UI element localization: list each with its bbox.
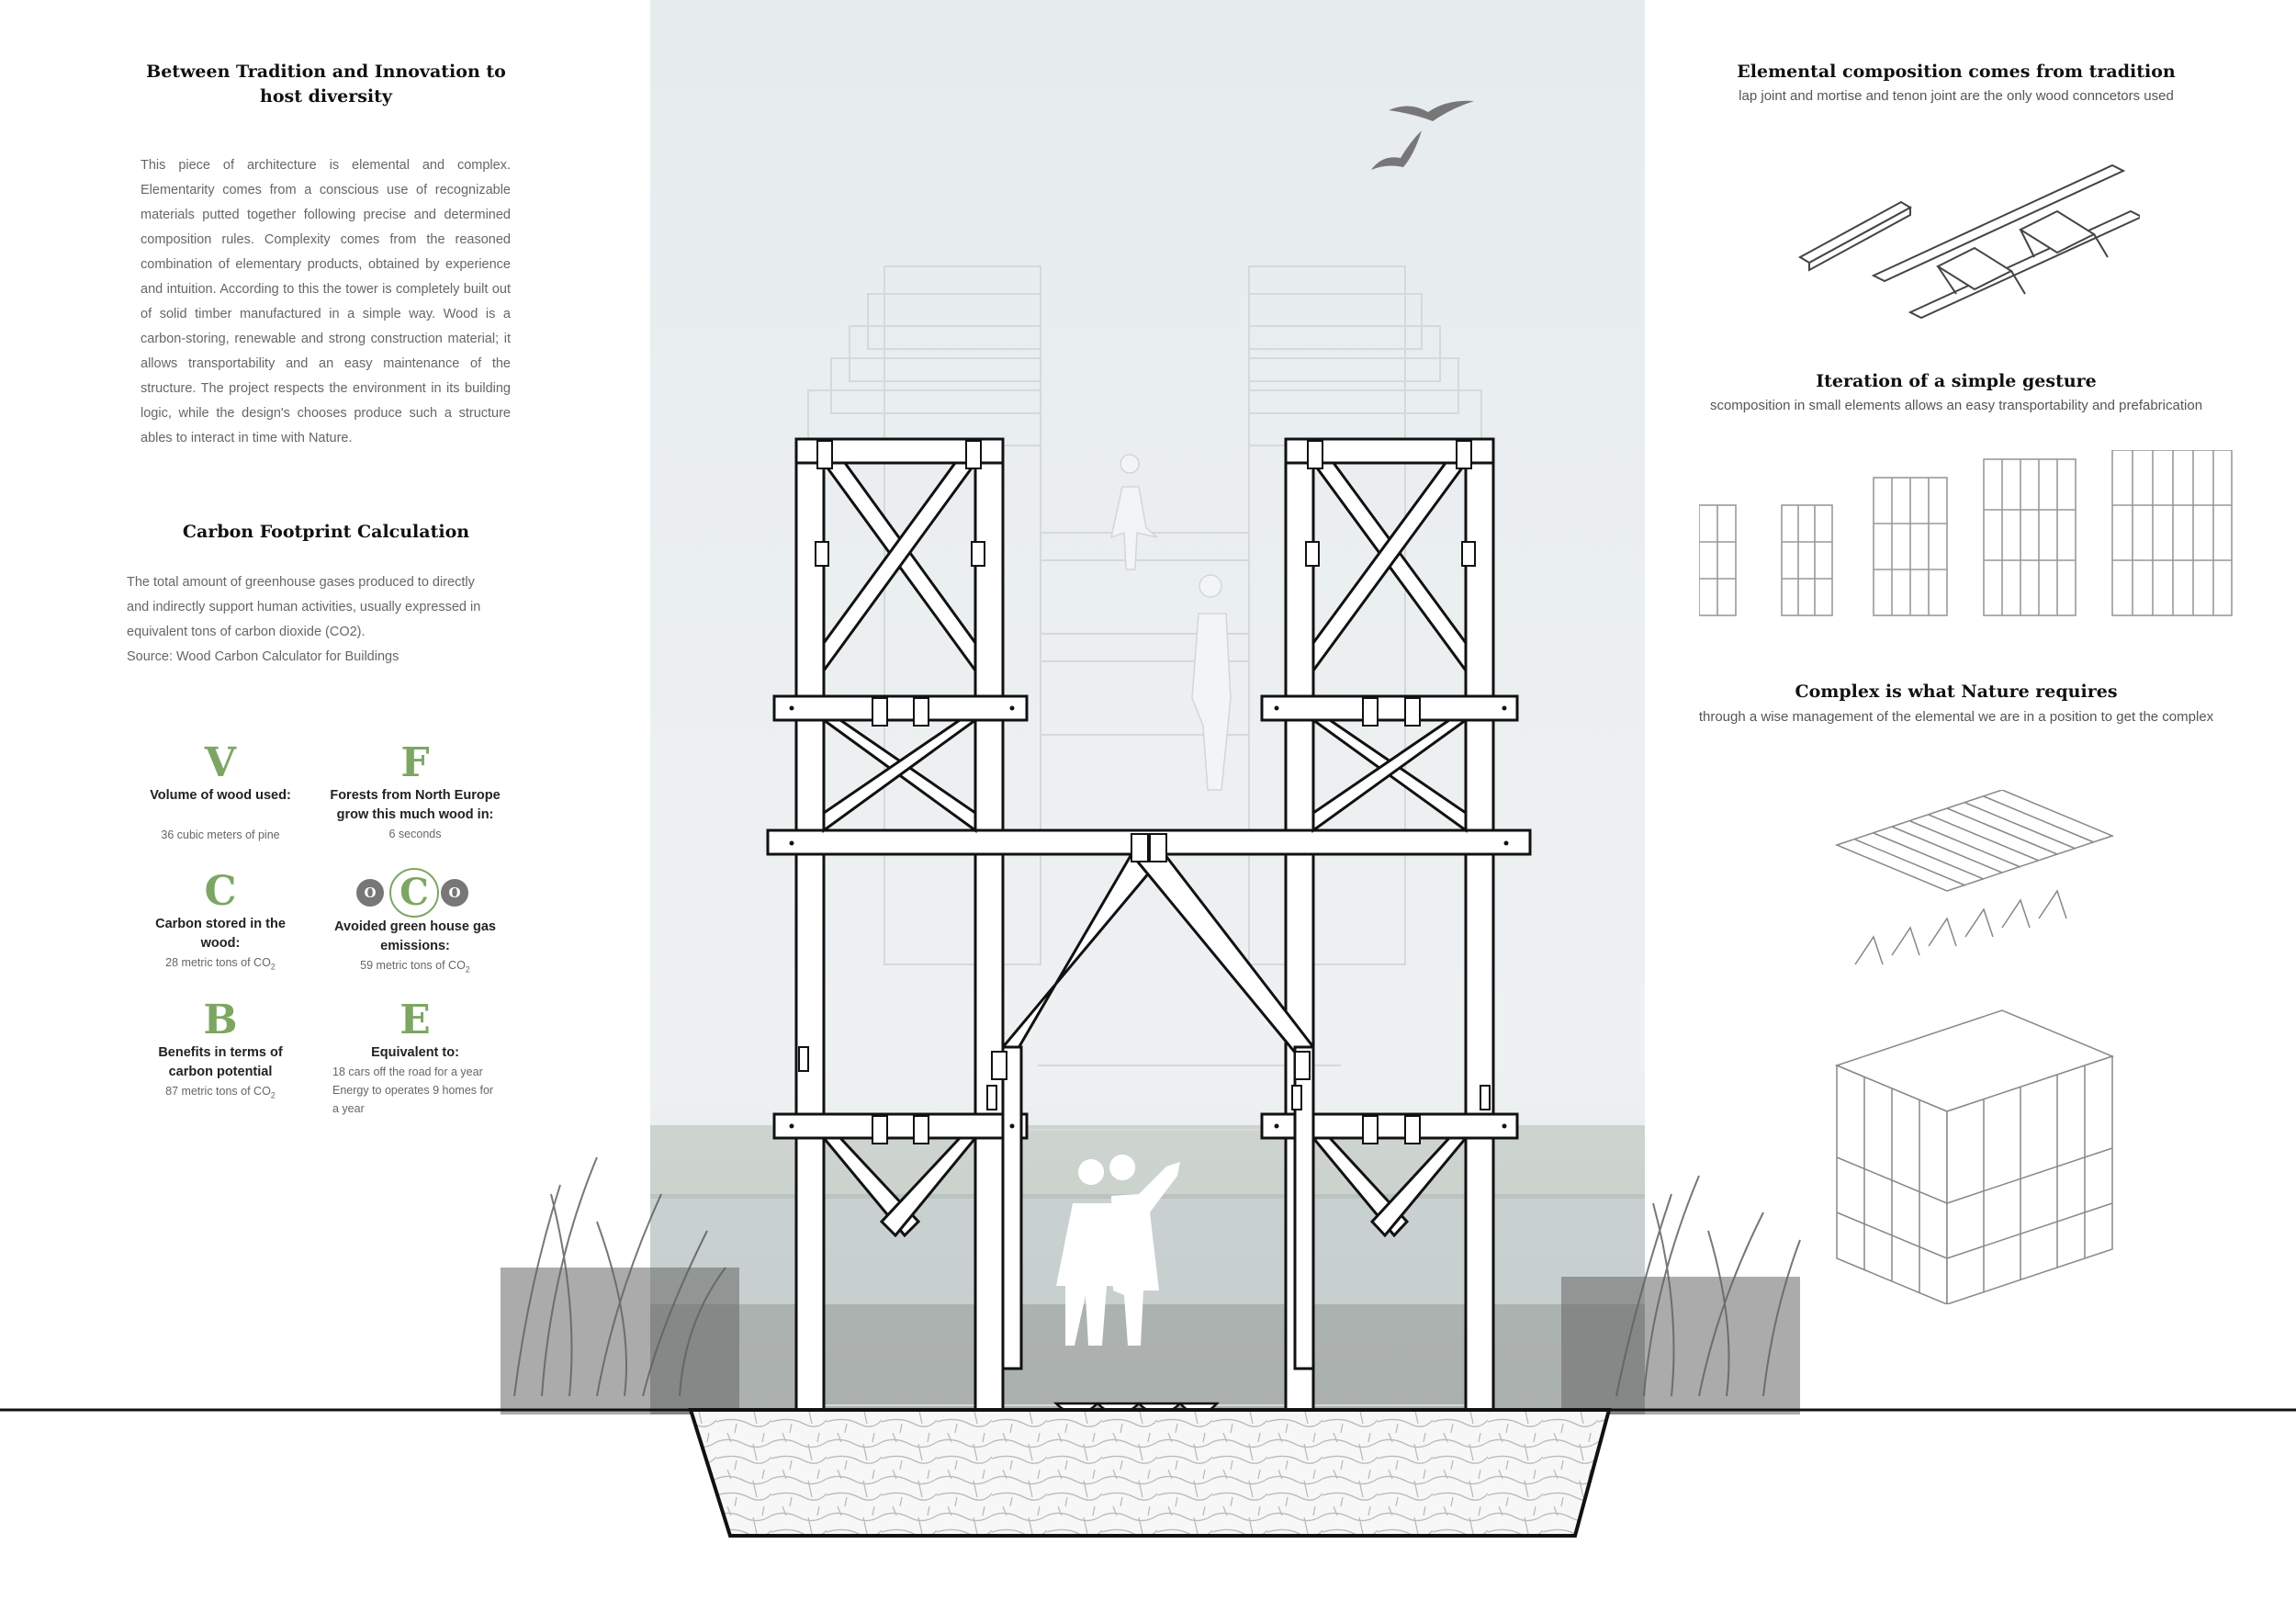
metric-value-e3: a year <box>332 1102 365 1115</box>
metric-label-b2: carbon potential <box>168 1065 273 1079</box>
section2-title: Iteration of a simple gesture <box>1816 371 2097 391</box>
carbon-line3: equivalent tons of carbon dioxide (CO2). <box>127 625 366 639</box>
metric-label-o2: emissions: <box>380 939 450 953</box>
metric-value-v: 36 cubic meters of pine <box>161 828 280 841</box>
section3-subtitle: through a wise management of the element… <box>1698 709 2214 725</box>
timber-joint-icon <box>798 440 1491 1144</box>
metric-label-v: Volume of wood used: <box>150 788 291 803</box>
metric-benefits: B Benefits in terms of carbon potential … <box>129 997 312 1105</box>
metric-label-c1: Carbon stored in the <box>155 917 286 931</box>
joint-exploded-axonometric <box>1797 163 2140 320</box>
metric-label-c2: wood: <box>200 936 241 951</box>
oxygen-atom-left: O <box>356 879 384 907</box>
metric-label-f1: Forests from North Europe <box>330 788 501 803</box>
section1-subtitle: lap joint and mortise and tenon joint ar… <box>1739 88 2174 104</box>
carbon-line1: The total amount of greenhouse gases pro… <box>127 575 475 590</box>
exploded-axonometric-structure <box>1834 790 2115 1304</box>
metric-volume: V Volume of wood used: 36 cubic meters o… <box>129 739 312 844</box>
carbon-atom: C <box>389 868 439 918</box>
co2-molecule-icon: O C O <box>323 868 507 918</box>
left-title-line1: Between Tradition and Innovation to <box>146 62 506 82</box>
metric-label-o1: Avoided green house gas <box>334 919 496 934</box>
metric-letter-b: B <box>203 997 238 1043</box>
metric-value-c: 28 metric tons of CO2 <box>165 956 276 972</box>
carbon-line2: and indirectly support human activities,… <box>127 600 481 614</box>
metric-equivalent: E Equivalent to: 18 cars off the road fo… <box>323 997 507 1118</box>
person-silhouette-icon <box>1109 454 1232 791</box>
left-title: Between Tradition and Innovation to host… <box>129 60 523 109</box>
metric-value-e2: Energy to operates 9 homes for <box>332 1084 494 1097</box>
bird-icon <box>1371 100 1474 170</box>
carbon-line4: Source: Wood Carbon Calculator for Build… <box>127 649 400 664</box>
metric-label-b1: Benefits in terms of <box>158 1045 283 1060</box>
metric-value-f: 6 seconds <box>388 828 442 840</box>
metric-value-o: 59 metric tons of CO2 <box>360 959 470 975</box>
person-silhouette-icon <box>1056 1155 1180 1346</box>
stone-foundation <box>688 1408 1612 1538</box>
metric-value-b: 87 metric tons of CO2 <box>165 1085 276 1100</box>
metric-letter-e: E <box>400 997 431 1043</box>
metric-carbon-stored: C Carbon stored in the wood: 28 metric t… <box>129 868 312 976</box>
metric-value-e1: 18 cars off the road for a year <box>332 1065 483 1078</box>
section2-subtitle: scomposition in small elements allows an… <box>1709 398 2203 413</box>
carbon-description: The total amount of greenhouse gases pro… <box>127 570 531 670</box>
metric-avoided-emissions: O C O Avoided green house gas emissions:… <box>323 868 507 979</box>
metric-letter-v: V <box>204 739 237 786</box>
metric-forests: F Forests from North Europe grow this mu… <box>323 739 507 843</box>
metric-letter-c: C <box>204 868 237 915</box>
background-structure <box>807 265 1488 1406</box>
carbon-title: Carbon Footprint Calculation <box>182 522 470 542</box>
oxygen-atom-right: O <box>441 879 468 907</box>
prefabrication-iteration-diagram <box>1699 450 2233 616</box>
metric-label-e: Equivalent to: <box>371 1045 459 1060</box>
section3-title: Complex is what Nature requires <box>1795 682 2118 702</box>
section1-title: Elemental composition comes from traditi… <box>1737 62 2176 82</box>
intro-paragraph: This piece of architecture is elemental … <box>141 158 511 445</box>
metric-letter-f: F <box>400 739 430 786</box>
left-title-line2: host diversity <box>260 86 392 107</box>
metric-label-f2: grow this much wood in: <box>336 807 494 822</box>
